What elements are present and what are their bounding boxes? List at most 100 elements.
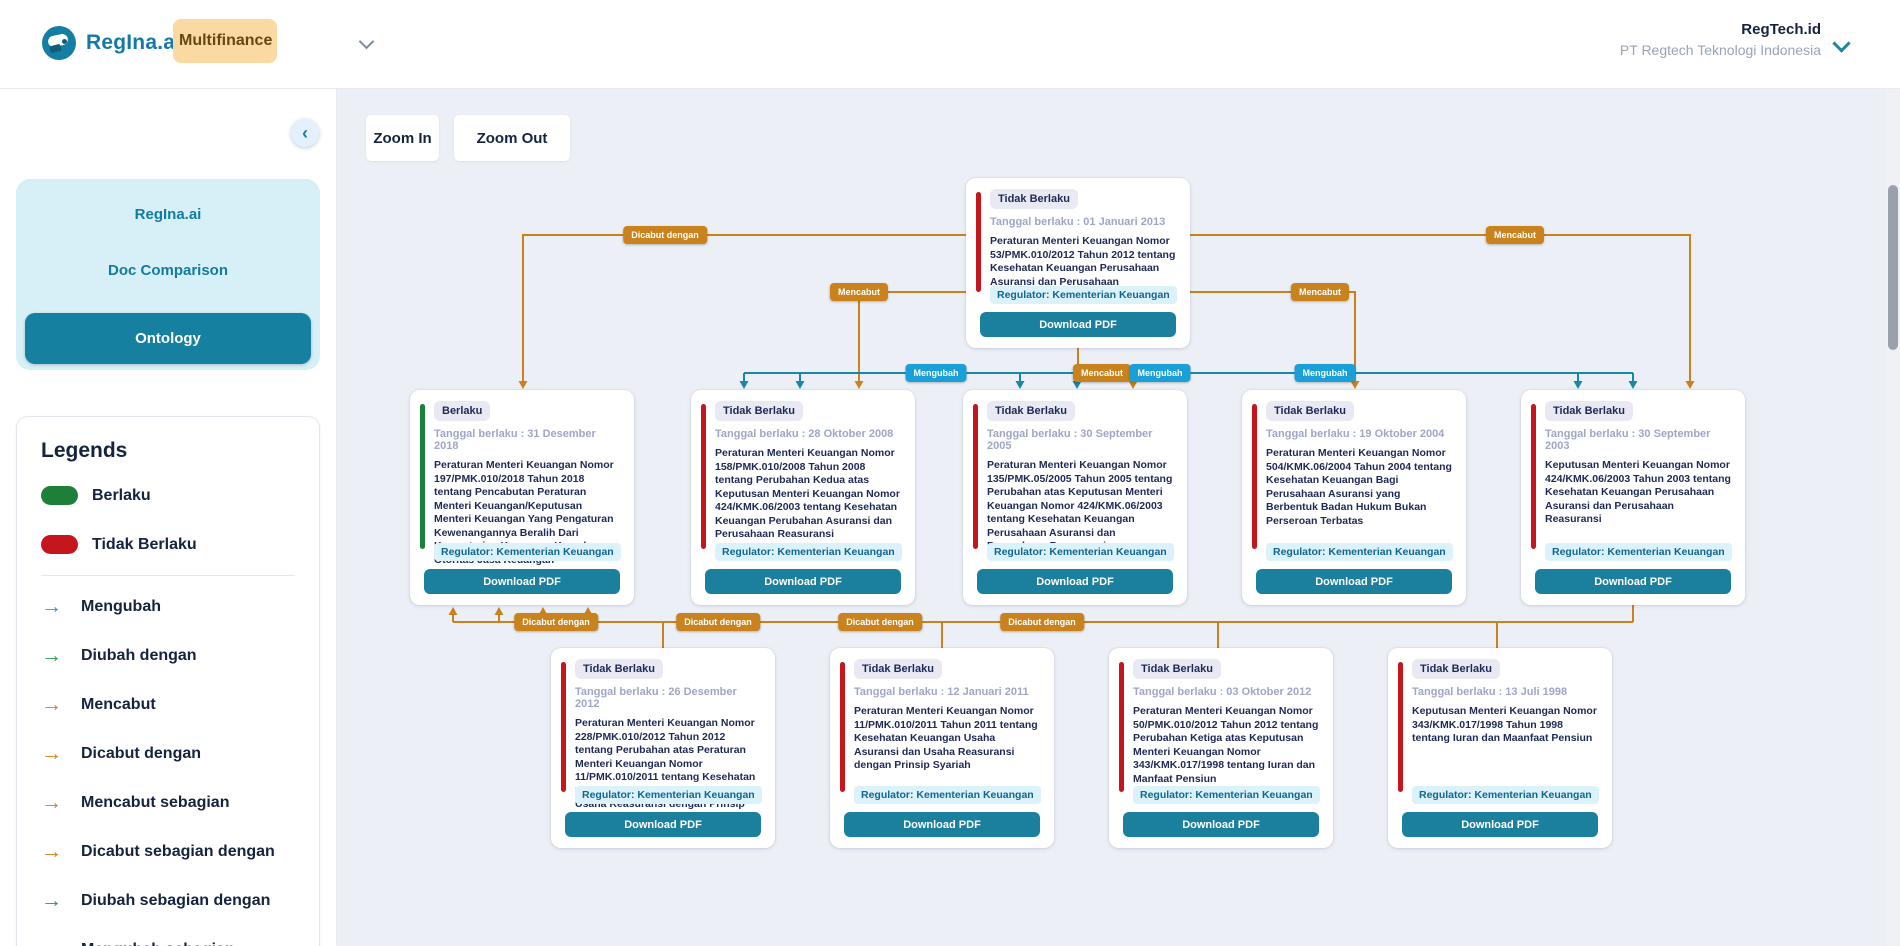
app-header: RegIna.ai Multifinance RegTech.id PT Reg…: [0, 0, 1900, 89]
regulation-title: Peraturan Menteri Keuangan Nomor 135/PMK…: [987, 459, 1173, 552]
status-stripe-icon: [1119, 662, 1124, 792]
status-pill-icon: [41, 486, 78, 505]
regulator-badge: Regulator: Kementerian Keuangan: [1545, 543, 1732, 561]
effective-date: Tanggal berlaku : 19 Oktober 2004: [1266, 428, 1445, 440]
status-badge: Tidak Berlaku: [854, 659, 942, 679]
workspace-selector-button[interactable]: Multifinance: [173, 19, 277, 63]
legend-label: Dicabut dengan: [81, 744, 202, 762]
regulation-card[interactable]: Tidak Berlaku Tanggal berlaku : 30 Septe…: [963, 390, 1187, 605]
edge-relation-label: Mengubah: [1129, 364, 1191, 382]
regulation-title: Peraturan Menteri Keuangan Nomor 50/PMK.…: [1133, 705, 1319, 785]
zoom-out-button[interactable]: Zoom Out: [454, 115, 570, 161]
status-stripe-icon: [420, 404, 425, 549]
legend-relation-item: → Mengubah sebagian: [41, 925, 295, 946]
regulation-title: Peraturan Menteri Keuangan Nomor 228/PMK…: [575, 717, 756, 824]
download-pdf-button[interactable]: Download PDF: [980, 312, 1176, 337]
legend-status-list: Berlaku Tidak Berlaku: [41, 471, 295, 569]
legend-label: Mencabut: [81, 695, 156, 713]
legend-arrow-icon: →: [41, 939, 67, 946]
edge-relation-label: Mencabut: [1485, 226, 1545, 244]
status-stripe-icon: [1531, 404, 1536, 549]
regulator-badge: Regulator: Kementerian Keuangan: [434, 543, 621, 561]
workspace-chevron-down-icon[interactable]: [358, 33, 375, 50]
legend-relation-item: → Diubah dengan: [41, 631, 295, 680]
regulator-badge: Regulator: Kementerian Keuangan: [1412, 786, 1599, 804]
sidebar-item-regina[interactable]: RegIna.ai: [16, 205, 320, 224]
download-pdf-button[interactable]: Download PDF: [565, 812, 761, 837]
legend-relation-item: → Mencabut: [41, 680, 295, 729]
regulation-card[interactable]: Berlaku Tanggal berlaku : 31 Desember 20…: [410, 390, 634, 605]
status-stripe-icon: [561, 662, 566, 792]
download-pdf-button[interactable]: Download PDF: [844, 812, 1040, 837]
regulation-card[interactable]: Tidak Berlaku Tanggal berlaku : 12 Janua…: [830, 648, 1054, 848]
vertical-scrollbar[interactable]: [1886, 88, 1900, 946]
regulation-card[interactable]: Tidak Berlaku Tanggal berlaku : 19 Oktob…: [1242, 390, 1466, 605]
download-pdf-button[interactable]: Download PDF: [705, 569, 901, 594]
effective-date: Tanggal berlaku : 30 September 2005: [987, 428, 1153, 452]
legend-label: Tidak Berlaku: [92, 535, 197, 553]
legends-title: Legends: [41, 439, 128, 462]
download-pdf-button[interactable]: Download PDF: [1256, 569, 1452, 594]
effective-date: Tanggal berlaku : 31 Desember 2018: [434, 428, 596, 452]
legend-arrow-icon: →: [41, 692, 62, 716]
status-pill-icon: [41, 535, 78, 554]
status-badge: Tidak Berlaku: [715, 401, 803, 421]
regulation-card[interactable]: Tidak Berlaku Tanggal berlaku : 26 Desem…: [551, 648, 775, 848]
effective-date: Tanggal berlaku : 30 September 2003: [1545, 428, 1711, 452]
legend-label: Mencabut sebagian: [81, 793, 230, 811]
edge-relation-label: Mencabut: [1290, 283, 1350, 301]
download-pdf-button[interactable]: Download PDF: [1402, 812, 1598, 837]
edge-relation-label: Dicabut dengan: [838, 613, 922, 631]
org-selector[interactable]: RegTech.id PT Regtech Teknologi Indonesi…: [1521, 20, 1821, 60]
legend-relation-item: → Mencabut sebagian: [41, 778, 295, 827]
org-name: RegTech.id: [1741, 21, 1821, 38]
regulation-title: Peraturan Menteri Keuangan Nomor 504/KMK…: [1266, 447, 1452, 527]
status-badge: Tidak Berlaku: [1266, 401, 1354, 421]
org-subtitle: PT Regtech Teknologi Indonesia: [1619, 42, 1821, 58]
download-pdf-button[interactable]: Download PDF: [1535, 569, 1731, 594]
regulator-badge: Regulator: Kementerian Keuangan: [715, 543, 902, 561]
regulation-card[interactable]: Tidak Berlaku Tanggal berlaku : 28 Oktob…: [691, 390, 915, 605]
legend-divider: [41, 575, 295, 576]
edge-relation-label: Dicabut dengan: [623, 226, 707, 244]
regulation-card[interactable]: Tidak Berlaku Tanggal berlaku : 01 Janua…: [966, 178, 1190, 348]
regulation-card[interactable]: Tidak Berlaku Tanggal berlaku : 03 Oktob…: [1109, 648, 1333, 848]
download-pdf-button[interactable]: Download PDF: [1123, 812, 1319, 837]
regulator-badge: Regulator: Kementerian Keuangan: [1266, 543, 1453, 561]
edge-relation-label: Mengubah: [905, 364, 967, 382]
legend-relation-item: → Mengubah: [41, 582, 295, 631]
effective-date: Tanggal berlaku : 28 Oktober 2008: [715, 428, 894, 440]
edge-relation-label: Mengubah: [1294, 364, 1356, 382]
status-badge: Tidak Berlaku: [1545, 401, 1633, 421]
org-chevron-down-icon[interactable]: [1832, 34, 1851, 53]
regulation-title: Peraturan Menteri Keuangan Nomor 158/PMK…: [715, 447, 900, 540]
regulation-card[interactable]: Tidak Berlaku Tanggal berlaku : 30 Septe…: [1521, 390, 1745, 605]
legend-arrow-icon: →: [41, 594, 62, 618]
edge-relation-label: Dicabut dengan: [676, 613, 760, 631]
regulation-card[interactable]: Tidak Berlaku Tanggal berlaku : 13 Juli …: [1388, 648, 1612, 848]
legend-status-item: Tidak Berlaku: [41, 520, 295, 569]
legend-arrow-icon: →: [41, 790, 62, 814]
status-stripe-icon: [1252, 404, 1257, 549]
regulator-badge: Regulator: Kementerian Keuangan: [987, 543, 1174, 561]
sidebar-item-ontology[interactable]: Ontology: [25, 313, 311, 364]
legend-arrow-icon: →: [41, 741, 62, 765]
regulation-title: Keputusan Menteri Keuangan Nomor 343/KMK…: [1412, 705, 1597, 744]
sidebar-item-doc-comparison[interactable]: Doc Comparison: [16, 261, 320, 280]
legend-label: Diubah dengan: [81, 646, 197, 664]
sidebar-collapse-button[interactable]: ‹: [291, 119, 319, 147]
download-pdf-button[interactable]: Download PDF: [977, 569, 1173, 594]
legend-label: Diubah sebagian dengan: [81, 891, 271, 909]
regulator-badge: Regulator: Kementerian Keuangan: [1133, 786, 1320, 804]
effective-date: Tanggal berlaku : 13 Juli 1998: [1412, 686, 1568, 698]
legend-label: Dicabut sebagian dengan: [81, 842, 275, 860]
scrollbar-thumb[interactable]: [1888, 185, 1898, 350]
status-stripe-icon: [976, 192, 981, 292]
legend-arrow-icon: →: [41, 888, 62, 912]
brand-logo[interactable]: RegIna.ai: [42, 26, 181, 60]
status-stripe-icon: [701, 404, 706, 549]
status-stripe-icon: [1398, 662, 1403, 792]
download-pdf-button[interactable]: Download PDF: [424, 569, 620, 594]
zoom-in-button[interactable]: Zoom In: [366, 115, 439, 161]
edge-relation-label: Dicabut dengan: [1000, 613, 1084, 631]
